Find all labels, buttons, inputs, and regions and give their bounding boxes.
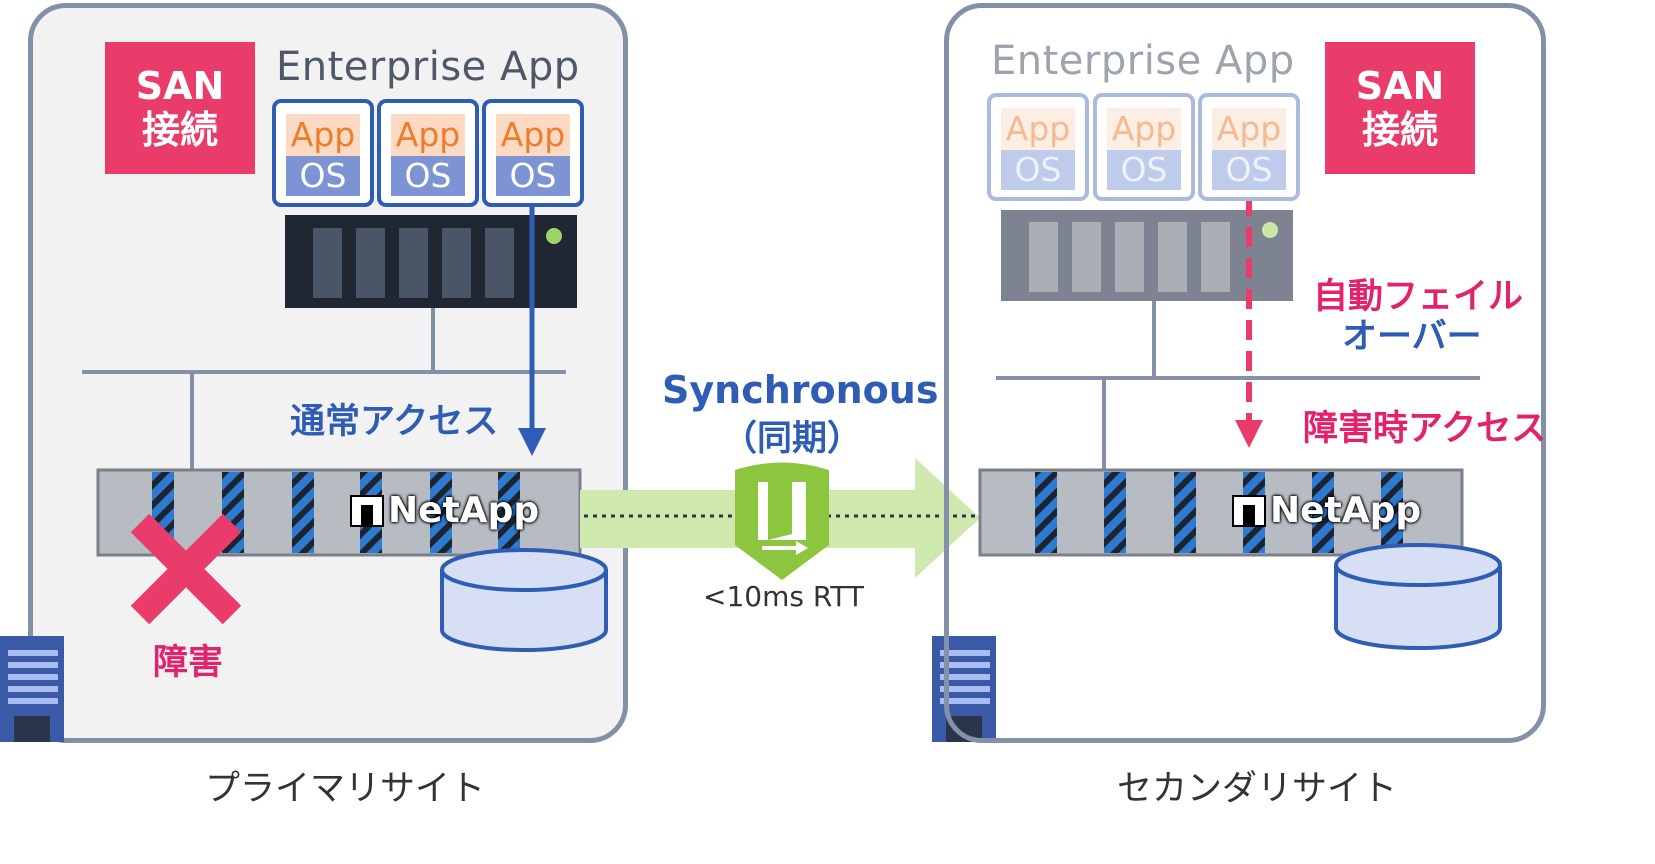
primary-vm-3: App OS: [482, 99, 584, 207]
latency-label: <10ms RTT: [703, 580, 864, 613]
primary-server-chassis: [285, 215, 577, 308]
sync-title: Synchronous: [662, 368, 939, 412]
san-label: SAN: [135, 64, 225, 108]
vm-app-label: App: [1212, 108, 1286, 150]
secondary-vm-3: App OS: [1198, 93, 1300, 201]
netapp-mark-icon: [352, 496, 382, 525]
failure-label: 障害: [153, 643, 224, 683]
vm-app-label: App: [1107, 108, 1181, 150]
primary-disk-cylinder: [440, 548, 608, 652]
sync-subtitle: （同期）: [722, 419, 863, 459]
auto-failover-label-line1: 自動フェイル: [1313, 268, 1523, 319]
failover-access-arrow: [1235, 196, 1263, 448]
netapp-brand-text: NetApp: [1270, 490, 1422, 531]
secondary-vm-1: App OS: [987, 93, 1089, 201]
netapp-mark-icon: [1234, 496, 1264, 525]
primary-storage-array: [96, 468, 582, 557]
failure-x-icon: [130, 513, 242, 625]
vm-os-label: OS: [1001, 150, 1075, 190]
primary-network-lines: [82, 308, 566, 470]
failover-access-label: 障害時アクセス: [1303, 409, 1547, 449]
vm-app-label: App: [391, 114, 465, 156]
vm-os-label: OS: [496, 156, 570, 196]
san-label: SAN: [1355, 64, 1445, 108]
san-connection-label: 接続: [141, 108, 218, 152]
primary-netapp-logo: NetApp: [352, 490, 539, 531]
secondary-server-chassis: [1001, 210, 1293, 301]
sync-shield-icon: [735, 462, 829, 580]
normal-access-label: 通常アクセス: [290, 402, 499, 442]
secondary-network-lines: [996, 301, 1480, 470]
vm-app-label: App: [286, 114, 360, 156]
secondary-app-title: Enterprise App: [991, 38, 1295, 84]
primary-vm-1: App OS: [272, 99, 374, 207]
netapp-brand-text: NetApp: [388, 490, 540, 531]
secondary-san-badge: SAN 接続: [1325, 42, 1475, 174]
vm-os-label: OS: [1107, 150, 1181, 190]
vm-os-label: OS: [286, 156, 360, 196]
primary-site-caption: プライマリサイト: [205, 769, 486, 809]
primary-tower-server-icon: [0, 636, 64, 742]
auto-failover-text-1: 自動フェイル: [1313, 277, 1524, 317]
secondary-disk-cylinder: [1334, 543, 1502, 650]
auto-failover-label-line2: オーバー: [1342, 317, 1482, 357]
san-connection-label: 接続: [1361, 108, 1438, 152]
vm-os-label: OS: [1212, 150, 1286, 190]
vm-app-label: App: [496, 114, 570, 156]
secondary-site-panel: [944, 3, 1546, 743]
primary-app-title: Enterprise App: [276, 44, 580, 90]
secondary-netapp-logo: NetApp: [1234, 490, 1421, 531]
primary-san-badge: SAN 接続: [105, 42, 255, 174]
primary-vm-2: App OS: [377, 99, 479, 207]
secondary-vm-2: App OS: [1093, 93, 1195, 201]
normal-access-arrow: [518, 205, 546, 456]
vm-os-label: OS: [391, 156, 465, 196]
secondary-site-caption: セカンダリサイト: [1117, 769, 1398, 809]
vm-app-label: App: [1001, 108, 1075, 150]
